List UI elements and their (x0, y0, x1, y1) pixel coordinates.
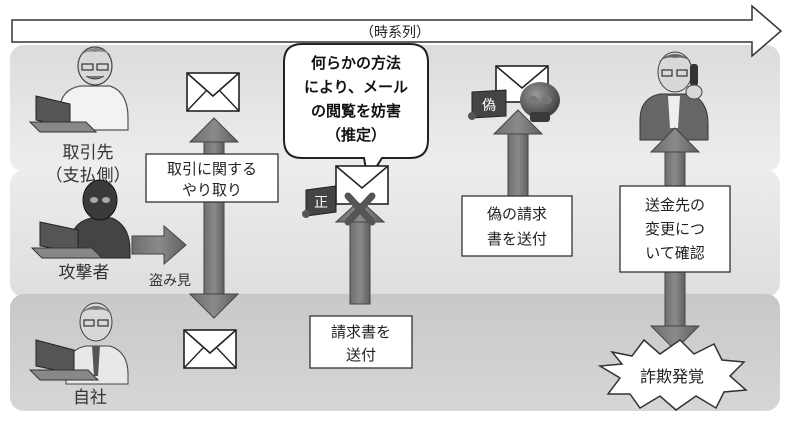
timeline-label: （時系列） (360, 25, 430, 41)
invoice-text-1: 請求書を (331, 323, 391, 341)
envelope-icon (183, 329, 237, 369)
speech-line-3: の閲覧を妨害 (311, 102, 401, 120)
envelope-icon (186, 72, 240, 112)
fake-tag-label: 偽 (482, 98, 496, 114)
speech-line-4: （推定） (326, 126, 386, 144)
client-person-icon (28, 46, 129, 133)
client-label-2: （支払側） (46, 166, 131, 186)
confirm-text-1: 送金先の (645, 196, 705, 214)
burst-label: 詐欺発覚 (640, 367, 704, 386)
invoice-box: 請求書を 送付 (309, 315, 413, 369)
exchange-text-1: 取引に関する (167, 160, 257, 178)
company-label: 自社 (73, 388, 107, 408)
attacker-label: 攻撃者 (59, 263, 110, 283)
exchange-box: 取引に関する やり取り (145, 153, 279, 203)
confirm-text-2: 変更につ (645, 220, 705, 238)
invoice-text-2: 送付 (346, 346, 376, 364)
peek-label: 盗み見 (149, 273, 191, 289)
fake-invoice-box: 偽の請求 書を送付 (461, 195, 573, 257)
speech-line-2: により、メール (304, 78, 408, 96)
fake-invoice-text-1: 偽の請求 (487, 205, 547, 223)
peek-arrow-icon (131, 224, 187, 266)
fake-up-arrow (492, 109, 544, 203)
confirm-box: 送金先の 変更につ いて確認 (619, 185, 731, 273)
speech-line-1: 何らかの方法 (311, 54, 401, 72)
speech-bubble: 何らかの方法 により、メール の閲覧を妨害 （推定） (283, 43, 429, 183)
skull-icon (520, 82, 560, 122)
phone-person-icon (639, 51, 709, 141)
client-label-1: 取引先 (63, 143, 114, 163)
blocked-x-icon (344, 192, 376, 226)
company-person-icon (28, 302, 129, 385)
confirm-text-3: いて確認 (645, 244, 705, 262)
genuine-tag-icon: 正 (302, 185, 337, 218)
fraud-burst: 詐欺発覚 (597, 338, 748, 411)
envelope-icon (335, 165, 389, 205)
fake-tag-icon: 偽 (468, 89, 507, 120)
timeline-arrow: （時系列） (11, 4, 783, 58)
genuine-tag-label: 正 (314, 195, 328, 211)
exchange-text-2: やり取り (182, 181, 242, 199)
attacker-person-icon (30, 179, 131, 259)
fake-invoice-text-2: 書を送付 (487, 230, 547, 248)
